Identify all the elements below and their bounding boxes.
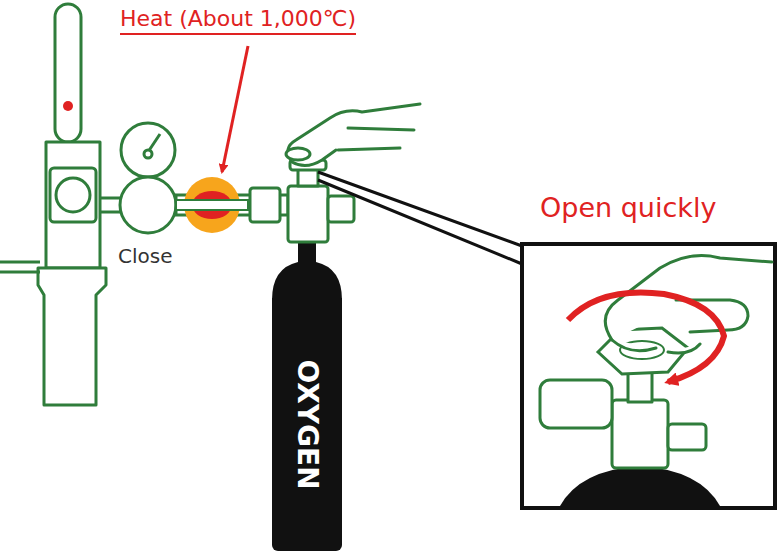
close-label: Close [118, 244, 172, 268]
cylinder-label: OXYGEN [291, 359, 324, 489]
hand [286, 104, 420, 166]
heat-spot [176, 177, 248, 233]
heat-arrow [222, 46, 248, 172]
open-label: Open quickly [540, 192, 716, 223]
regulator [120, 123, 288, 233]
flowmeter [0, 4, 122, 405]
heat-label: Heat (About 1,000℃) [120, 6, 356, 35]
callout-lines [318, 172, 522, 264]
cylinder-top [272, 240, 342, 300]
gas-cylinder: OXYGEN [272, 298, 342, 551]
inset-detail [522, 244, 775, 508]
